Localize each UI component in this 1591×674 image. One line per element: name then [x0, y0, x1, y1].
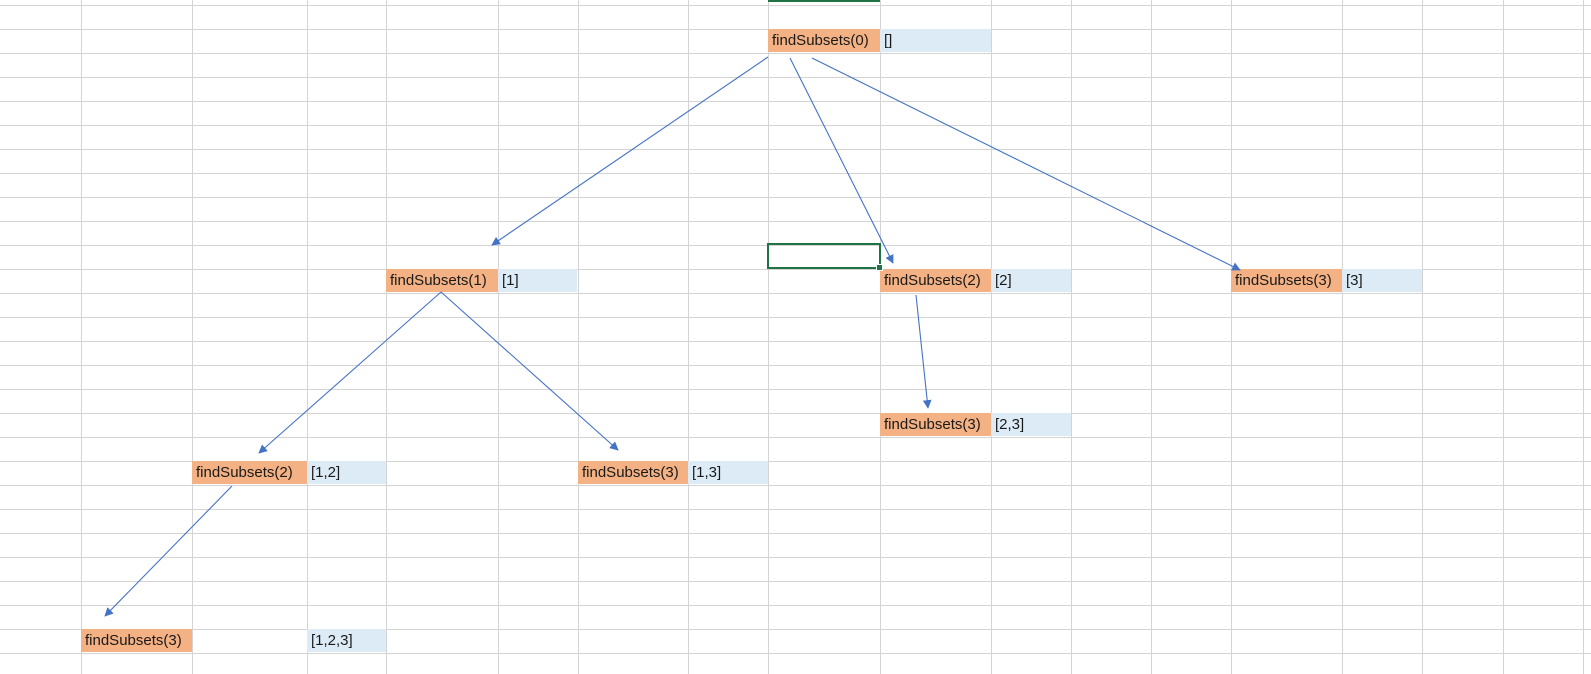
node-value-2-3[interactable]: [2,3]: [991, 413, 1071, 436]
arrow-n0-to-n2[interactable]: [789, 57, 894, 264]
node-label-findsubsets-3[interactable]: findSubsets(3): [1231, 269, 1342, 292]
column-selection-accent: [768, 0, 880, 2]
node-value-empty[interactable]: []: [880, 29, 991, 52]
arrow-n1-to-n12[interactable]: [258, 291, 442, 454]
node-label-findsubsets-3-under-1[interactable]: findSubsets(3): [578, 461, 688, 484]
node-label-findsubsets-0[interactable]: findSubsets(0): [768, 29, 880, 52]
fill-handle[interactable]: [876, 264, 883, 271]
arrow-n1-to-n13[interactable]: [440, 291, 619, 451]
node-value-1[interactable]: [1]: [498, 269, 577, 292]
node-label-findsubsets-2-under-1[interactable]: findSubsets(2): [192, 461, 307, 484]
active-cell-selection[interactable]: [767, 243, 883, 271]
node-label-findsubsets-1[interactable]: findSubsets(1): [386, 269, 498, 292]
arrow-n12-to-n123[interactable]: [104, 485, 233, 617]
node-label-findsubsets-3-under-2[interactable]: findSubsets(3): [880, 413, 991, 436]
arrow-n0-to-n3[interactable]: [811, 57, 1241, 271]
node-value-1-2[interactable]: [1,2]: [307, 461, 386, 484]
node-value-1-3[interactable]: [1,3]: [688, 461, 768, 484]
node-value-2[interactable]: [2]: [991, 269, 1071, 292]
arrow-n2-to-n23[interactable]: [915, 294, 932, 409]
node-value-3[interactable]: [3]: [1342, 269, 1422, 292]
node-value-1-2-3[interactable]: [1,2,3]: [307, 629, 386, 652]
node-label-findsubsets-3-under-1-2[interactable]: findSubsets(3): [81, 629, 192, 652]
node-label-findsubsets-2[interactable]: findSubsets(2): [880, 269, 991, 292]
arrow-n0-to-n1[interactable]: [491, 56, 769, 246]
